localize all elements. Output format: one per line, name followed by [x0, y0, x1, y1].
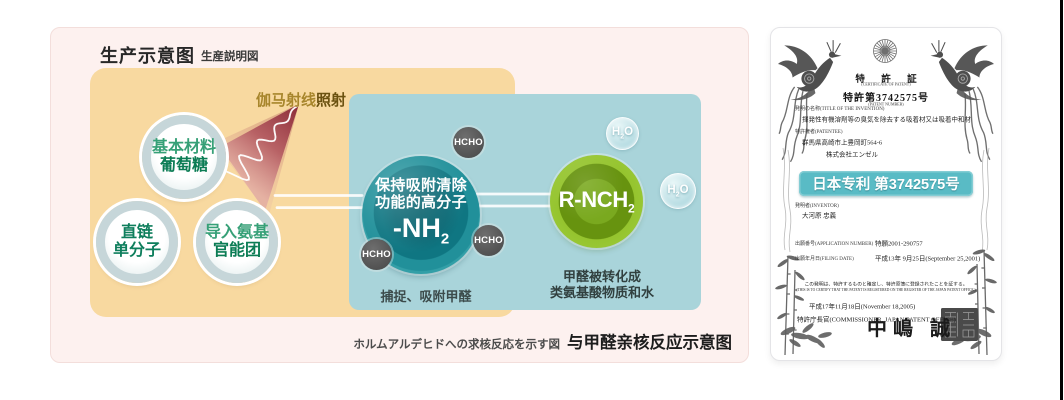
filing-date-value: 平成13年 9月25日(September 25,2001) [875, 254, 981, 263]
material-circle-monomolecule: 直链 单分子 [96, 201, 178, 283]
caption-converted-line2: 类氨基酸物质和水 [549, 285, 654, 300]
footnote-chinese: 与甲醛亲核反应示意图 [567, 334, 732, 352]
commissioner-seal-icon [941, 308, 978, 341]
commissioner-signature: 中嶋 誠 [867, 318, 956, 340]
footnote: ホルムアルデヒドへの求核反応を示す図 与甲醛亲核反应示意图 [353, 329, 732, 353]
gamma-ray-label: 伽马射线照射 [256, 89, 346, 110]
water-label: H2O [611, 126, 634, 141]
patentee-address: 群馬県高崎市上豊岡町564-6 [802, 138, 883, 147]
product-formula-main: R-NCH [558, 187, 629, 213]
certificate-number-sub: (PATENT NUMBER) [868, 101, 904, 107]
material-circle-line1: 直链 [120, 223, 153, 241]
polymer-line2: 功能的高分子 [375, 194, 467, 212]
hcho-label: HCHO [474, 235, 503, 246]
invention-title-value: 揮発性有機溶剤等の臭気を除去する吸着材又は吸着中和材 [802, 115, 972, 124]
hcho-molecule: HCHO [473, 225, 504, 256]
water-bubble: H2O [606, 117, 639, 150]
right-edge-bar [1060, 0, 1063, 400]
side-ornament-left [782, 147, 792, 253]
inventor-name: 大河原 忠義 [802, 211, 837, 220]
hcho-label: HCHO [454, 137, 483, 148]
certificate-ornaments-graphic [775, 39, 997, 356]
certificate-title-sub: (CERTIFICATE OF PATENT) [861, 82, 911, 87]
chrysanthemum-crest-icon [873, 39, 897, 63]
caption-converted-line1: 甲醛被转化成 [562, 269, 641, 284]
hcho-molecule: HCHO [453, 127, 484, 158]
caption-converted: 甲醛被转化成 类氨基酸物质和水 [536, 269, 668, 301]
side-ornament-right [980, 147, 990, 253]
certificate-statement-en: (THIS IS TO CERTIFY THAT THE PATENT IS R… [796, 288, 976, 292]
polymer-formula: -NH2 [393, 214, 449, 253]
registration-date: 平成17年11月18日(November 18,2005) [809, 302, 916, 311]
caption-capture: 捕捉、吸附甲醛 [380, 289, 472, 304]
panel-title: 生产示意图 [100, 46, 195, 66]
product-circle: R-NCH2 [550, 155, 643, 248]
material-circle-line1: 基本材料 [151, 138, 216, 156]
invention-title-label: 発明の名称(TITLE OF THE INVENTION) [795, 106, 885, 112]
hcho-molecule: HCHO [361, 239, 392, 270]
water-label: H2O [667, 183, 689, 199]
application-number-label: 出願番号(APPLICATION NUMBER) [795, 241, 874, 247]
material-circle-amino: 导入氨基 官能团 [196, 201, 278, 283]
patentee-label: 特許権者(PATENTEE) [795, 129, 843, 135]
hcho-label: HCHO [362, 249, 391, 260]
polymer-line1: 保持吸附清除 [375, 176, 467, 194]
polymer-formula-subscript: 2 [440, 230, 450, 248]
filing-date-label: 出願年月日(FILING DATE) [795, 256, 854, 262]
commissioner-title: 特許庁長官(COMMISSIONER, JAPAN PATENT OFFICE) [797, 315, 956, 324]
gamma-ray-label-bold: 照射 [316, 92, 347, 109]
application-number-value: 特願2001-290757 [875, 239, 923, 248]
certificate-number: 特許第3742575号 [843, 93, 929, 104]
gamma-ray-label-main: 伽马射线 [256, 92, 317, 109]
material-circle-line2: 官能团 [212, 242, 261, 259]
patent-certificate: 特 許 証 (CERTIFICATE OF PATENT) 特許第3742575… [770, 27, 1002, 361]
material-circle-glucose: 基本材料 葡萄糖 [142, 115, 226, 199]
leaf-cluster-left [780, 323, 832, 348]
material-circle-line2: 单分子 [112, 242, 161, 259]
patent-banner: 日本专利 第3742575号 [799, 171, 973, 196]
patentee-name: 株式会社エンゼル [826, 150, 879, 159]
panel-subtitle: 生産説明図 [201, 51, 259, 63]
water-bubble: H2O [660, 173, 696, 209]
certificate-statement: この発明は、特許するものと確定し、特許原簿に登録されたことを証する。 [804, 281, 968, 288]
product-formula: R-NCH2 [559, 187, 635, 215]
certificate-title: 特 許 証 [855, 75, 924, 85]
product-formula-subscript: 2 [628, 201, 635, 216]
polymer-formula-main: -NH [392, 212, 441, 243]
material-circle-line2: 葡萄糖 [159, 157, 208, 174]
inventor-label: 発明者(INVENTOR) [795, 203, 839, 209]
footnote-japanese: ホルムアルデヒドへの求核反応を示す図 [353, 339, 560, 351]
bamboo-icon-right [967, 249, 997, 356]
material-circle-line1: 导入氨基 [205, 223, 270, 241]
